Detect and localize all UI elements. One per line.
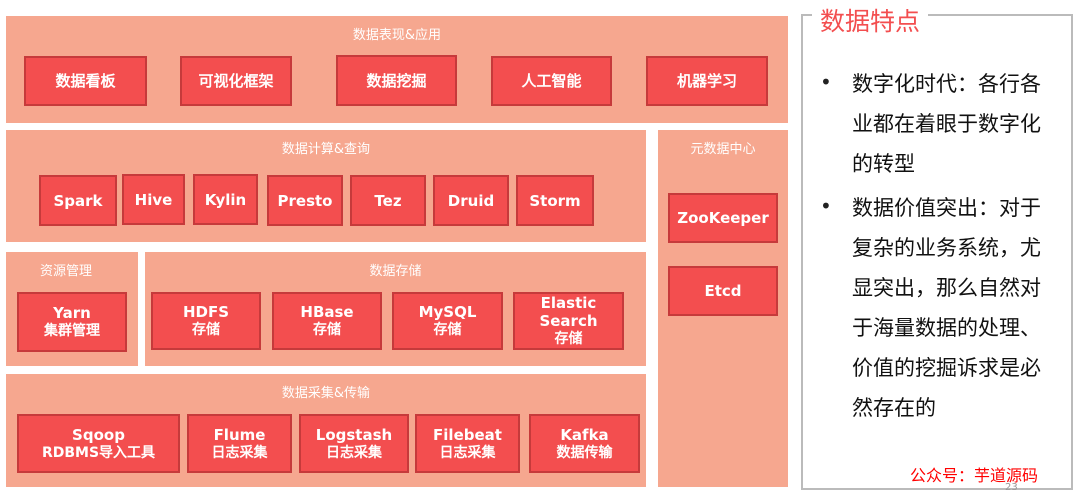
component-label: HBase (300, 303, 354, 321)
layer-title: 数据计算&查询 (281, 142, 371, 157)
component-label: Logstash (315, 425, 393, 444)
text-line: 的转型 (852, 152, 915, 176)
component-label: Filebeat (433, 425, 502, 444)
layer-title: 数据采集&传输 (281, 386, 371, 401)
component-label: 人工智能 (521, 72, 582, 90)
component-sublabel: 集群管理 (44, 323, 100, 339)
component-box: 可视化框架 (180, 56, 292, 106)
component-box: Storm (516, 175, 594, 226)
component-label: HDFS (182, 303, 230, 321)
component-box: 数据挖掘 (336, 55, 457, 106)
component-label: Etcd (704, 282, 742, 300)
bullet-icon: • (820, 70, 832, 94)
component-label: Kylin (204, 190, 247, 209)
component-label: 数据挖掘 (366, 71, 427, 90)
component-sublabel: 日志采集 (211, 444, 268, 461)
component-label: Elastic Search (539, 294, 598, 330)
page-number: 23 (1005, 482, 1018, 493)
component-sublabel: 数据传输 (556, 444, 613, 461)
features-panel (801, 14, 1073, 490)
component-sublabel: 存储 (192, 322, 220, 338)
component-label: ZooKeeper (677, 209, 769, 227)
text-line: 于海量数据的处理、 (852, 316, 1041, 340)
component-sublabel: RDBMS导入工具 (41, 444, 156, 461)
component-label: Kafka (560, 425, 609, 444)
component-box: Etcd (668, 266, 778, 316)
component-sublabel: 存储 (433, 322, 462, 338)
text-line: 复杂的业务系统，尤 (852, 236, 1041, 260)
layer-title: 元数据中心 (690, 142, 756, 157)
bullet-text: 数字化时代：各行各 业都在着眼于数字化 的转型 (852, 64, 1067, 184)
bullet-icon: • (820, 194, 832, 218)
component-label: Hive (134, 190, 173, 209)
text-line: 然存在的 (852, 396, 936, 420)
component-box: Druid (433, 175, 509, 226)
component-box: Spark (39, 175, 117, 226)
component-label: Flume (213, 425, 266, 444)
component-label: Sqoop (72, 425, 125, 444)
component-label: Druid (447, 191, 495, 210)
layer-title: 数据表现&应用 (352, 28, 442, 43)
component-box: Presto (267, 175, 343, 226)
component-box: ZooKeeper (668, 193, 778, 243)
text-line: 数据价值突出：对于 (852, 196, 1041, 220)
text-line: 价值的挖掘诉求是必 (852, 356, 1041, 380)
component-label: Tez (374, 191, 402, 210)
component-label: 机器学习 (676, 72, 737, 90)
component-box: Tez (350, 175, 426, 226)
watermark: 公众号：芋道源码 (910, 466, 1039, 485)
component-box: 机器学习 (646, 56, 768, 106)
layer-title: 数据存储 (369, 264, 422, 279)
component-label: MySQL (418, 303, 477, 321)
component-label: 可视化框架 (198, 72, 274, 90)
component-label: Presto (277, 191, 333, 210)
component-sublabel: 日志采集 (326, 444, 382, 461)
component-label: Yarn (53, 304, 91, 322)
component-box: Kylin (193, 174, 258, 225)
text-line: 显突出，那么自然对 (852, 276, 1041, 300)
layer-title: 资源管理 (40, 264, 93, 279)
component-sublabel: 存储 (554, 331, 583, 347)
text-line: 业都在着眼于数字化 (852, 112, 1041, 136)
text-line: 数字化时代：各行各 (852, 72, 1041, 96)
component-box: Hive (122, 174, 185, 225)
component-box: 数据看板 (24, 56, 147, 106)
component-label: 数据看板 (55, 72, 116, 90)
features-title: 数据特点 (812, 2, 929, 38)
component-label: Spark (53, 191, 103, 210)
component-box: 人工智能 (491, 56, 612, 106)
component-sublabel: 日志采集 (439, 444, 496, 461)
component-sublabel: 存储 (313, 322, 341, 338)
bullet-text: 数据价值突出：对于 复杂的业务系统，尤 显突出，那么自然对 于海量数据的处理、 … (852, 188, 1067, 428)
component-label: Storm (529, 191, 581, 210)
